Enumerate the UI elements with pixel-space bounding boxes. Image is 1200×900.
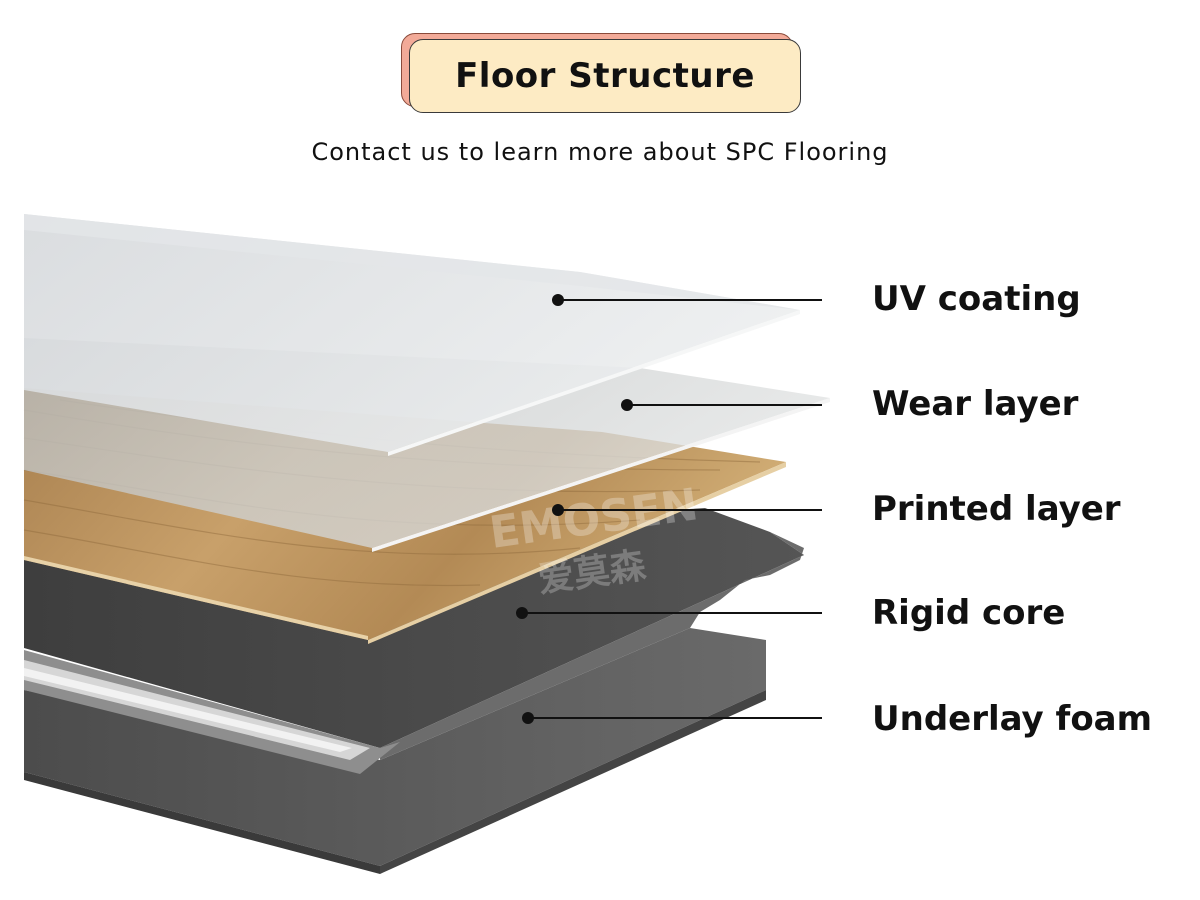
leader-dot-underlay-foam <box>522 712 534 724</box>
leader-dot-uv-coating <box>552 294 564 306</box>
leader-lines <box>516 294 822 724</box>
leader-dot-printed-layer <box>552 504 564 516</box>
title-badge: Floor Structure <box>401 33 801 115</box>
underlay-foam-layer <box>24 628 766 874</box>
page-title: Floor Structure <box>455 56 755 96</box>
label-rigid-core: Rigid core <box>872 593 1066 633</box>
uv-coating-layer <box>24 214 800 456</box>
label-printed-layer: Printed layer <box>872 489 1121 529</box>
label-underlay-foam: Underlay foam <box>872 699 1153 739</box>
leader-dot-rigid-core <box>516 607 528 619</box>
title-badge-box: Floor Structure <box>409 39 801 113</box>
label-uv-coating: UV coating <box>872 279 1081 319</box>
page-subtitle: Contact us to learn more about SPC Floor… <box>311 138 889 166</box>
label-wear-layer: Wear layer <box>872 384 1079 424</box>
leader-dot-wear-layer <box>621 399 633 411</box>
